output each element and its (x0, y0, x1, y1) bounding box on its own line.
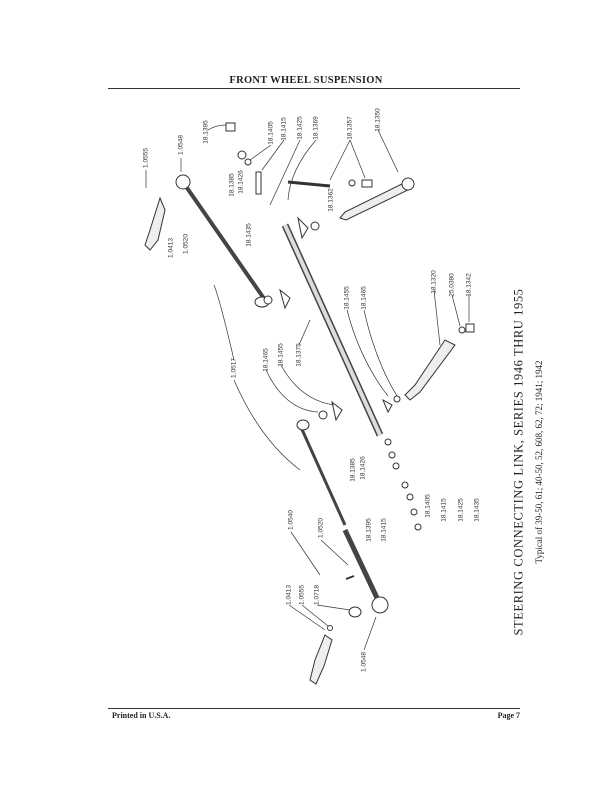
diagram-caption-subtitle: Typical of 39-50, 61; 40-50, 52, 608, 62… (534, 360, 544, 564)
lower-tie-rod (296, 419, 389, 614)
part-number-label: 18.1362 (327, 188, 335, 212)
part-number-label: 18.1369 (312, 116, 320, 140)
page-header-title: FRONT WHEEL SUSPENSION (229, 75, 383, 86)
part-number-label: 18.1385 (349, 458, 357, 482)
steering-arm-lower (309, 634, 333, 685)
part-number-label: 18.1426 (359, 456, 367, 480)
part-number-label: 18.1395 (202, 120, 210, 144)
part-number-label: 1.0413 (167, 238, 175, 258)
part-number-label: 1.0555 (298, 585, 306, 605)
part-number-label: 1.0548 (360, 652, 368, 672)
connecting-tube (281, 223, 384, 437)
part-number-label: 18.1405 (424, 494, 432, 518)
part-number-label: 1.0548 (177, 135, 185, 155)
part-number-label: 1.0555 (142, 148, 150, 168)
small-parts (225, 122, 475, 631)
printed-in-usa: Printed in U.S.A. (112, 711, 171, 720)
part-number-label: 18.1385 (228, 173, 236, 197)
part-number-label: 18.1455 (277, 343, 285, 367)
header-rule (108, 88, 520, 89)
part-number-label: 18.1415 (440, 498, 448, 522)
part-number-label: 18.1405 (267, 121, 275, 145)
leader-lines (145, 124, 470, 651)
part-number-label: 18.1415 (280, 117, 288, 141)
part-number-label: 18.1425 (457, 498, 465, 522)
footer-rule (108, 708, 520, 709)
part-number-label: 18.1415 (380, 518, 388, 542)
part-number-label: 1.0520 (317, 518, 325, 538)
part-number-label: 18.1395 (365, 518, 373, 542)
steering-arm-upper (144, 196, 166, 251)
part-number-label: 18.1350 (374, 108, 382, 132)
part-number-label: 25.0380 (448, 273, 456, 297)
diagram-caption-title: STEERING CONNECTING LINK, SERIES 1946 TH… (511, 288, 526, 636)
part-number-label: 1.0520 (182, 234, 190, 254)
upper-tie-rod (175, 174, 270, 308)
page-number: Page 7 (497, 711, 520, 720)
part-number-label: 1.0540 (287, 510, 295, 530)
part-number-label: 18.1465 (360, 286, 368, 310)
part-number-label: 18.1465 (262, 348, 270, 372)
part-number-label: 18.1435 (245, 223, 253, 247)
part-number-label: 18.1425 (296, 116, 304, 140)
part-number-label: 1.0718 (313, 585, 321, 605)
part-number-label: 18.1320 (430, 270, 438, 294)
part-number-label: 1.0413 (285, 585, 293, 605)
part-number-label: 1.0517 (230, 358, 238, 378)
pitman-arm (404, 339, 456, 401)
part-number-label: 18.1357 (346, 116, 354, 140)
part-number-label: 18.1435 (473, 498, 481, 522)
part-number-label: 18.1455 (343, 286, 351, 310)
part-number-label: 18.1426 (237, 170, 245, 194)
part-number-label: 18.1375 (295, 343, 303, 367)
part-number-label: 18.1342 (465, 273, 473, 297)
